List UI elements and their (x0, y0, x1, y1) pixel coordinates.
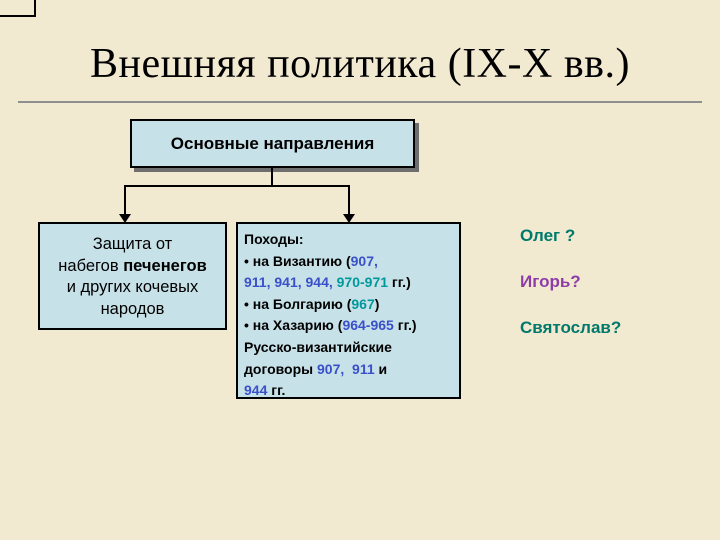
text-run: • на Болгарию ( (244, 295, 352, 312)
prince-label: Олег ? (520, 226, 576, 245)
text-run: 911, 941, 944, (244, 274, 337, 291)
text-run: набегов (58, 256, 124, 275)
text-run: 907, 911 (317, 360, 375, 377)
text-run: и (374, 360, 388, 377)
main-directions-label: Основные направления (170, 133, 375, 153)
prince-label: Игорь? (520, 272, 581, 291)
text-line: договоры 907, 911 и (244, 359, 456, 381)
title-divider (18, 101, 702, 103)
text-run: народов (100, 299, 165, 318)
text-line: народов (40, 299, 225, 321)
text-line: 944 гг. (244, 380, 456, 399)
text-run: Защита от (92, 235, 173, 253)
text-line: Русско-византийские (244, 337, 456, 359)
text-run: 907, (350, 252, 378, 269)
princes-column: Олег ? Игорь? Святослав? (520, 226, 621, 338)
text-run: гг. (267, 382, 286, 399)
text-line: • на Хазарию (964-965 гг.) (244, 315, 456, 337)
text-line: • на Болгарию (967) (244, 294, 456, 316)
text-run: 970-971 (336, 274, 389, 291)
corner-decoration (0, 0, 36, 17)
text-run: • на Хазарию ( (244, 317, 343, 334)
text-line: и других кочевых (40, 277, 225, 299)
text-run: 964-965 (342, 317, 394, 334)
prince-label: Святослав? (520, 318, 622, 337)
page-title: Внешняя политика (IX-X вв.) (90, 41, 630, 87)
text-line: Защита от (40, 234, 225, 256)
text-run: 967 (351, 295, 375, 312)
text-run: 944 (244, 382, 268, 399)
text-run: договоры (244, 360, 318, 377)
text-run: • на Византию ( (244, 252, 351, 269)
text-run: Русско-византийские (244, 338, 392, 355)
campaigns-box: Походы:• на Византию (907,911, 941, 944,… (236, 222, 461, 399)
text-line: набегов печенегов (40, 256, 225, 278)
main-directions-box: Основные направления (130, 119, 415, 168)
text-run: Походы: (244, 231, 304, 247)
text-run: гг.) (393, 317, 417, 334)
text-run: печенегов (123, 256, 207, 275)
text-line: 911, 941, 944, 970-971 гг.) (244, 272, 456, 294)
text-line: Походы: (244, 229, 456, 251)
text-line: • на Византию (907, (244, 251, 456, 273)
text-run: ) (374, 295, 380, 312)
text-run: гг.) (388, 274, 411, 291)
text-run: и других кочевых (66, 278, 199, 296)
